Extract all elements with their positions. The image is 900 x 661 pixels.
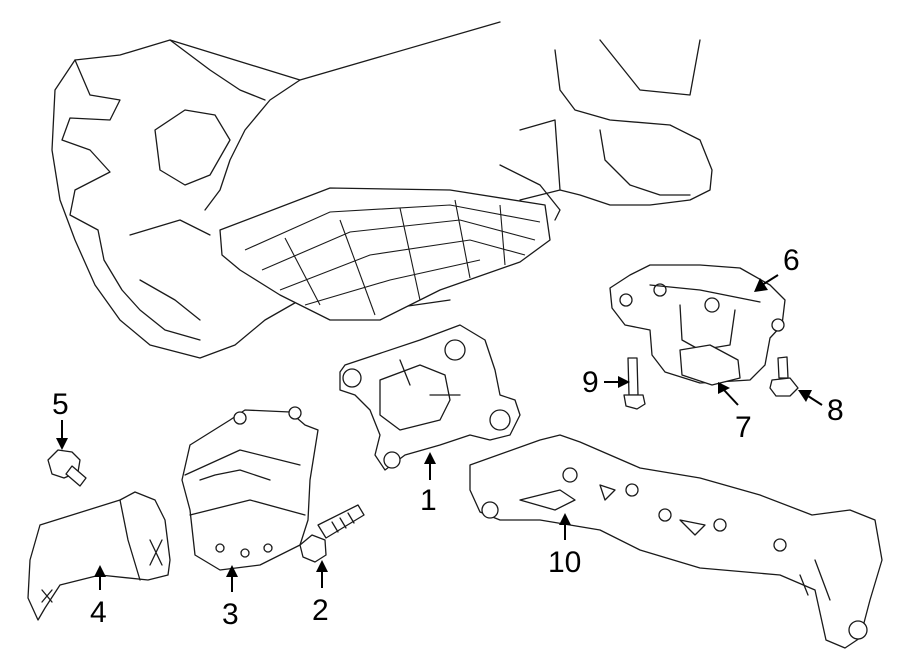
callout-labels: 1 2 3 4 5 6 7 8 9 10 <box>52 244 844 631</box>
callout-2: 2 <box>312 594 329 627</box>
part-2-bolt <box>299 504 365 563</box>
callout-arrows <box>56 274 823 592</box>
callout-7: 7 <box>735 411 752 444</box>
callout-3: 3 <box>222 598 239 631</box>
callout-8: 8 <box>827 394 844 427</box>
callout-4: 4 <box>90 596 107 629</box>
oil-pan <box>219 187 551 321</box>
part-4-heat-shield <box>27 491 171 621</box>
callout-9: 9 <box>582 366 599 399</box>
part-3-engine-mount <box>181 406 319 571</box>
callout-10: 10 <box>548 546 581 579</box>
callout-5: 5 <box>52 388 69 421</box>
part-7-spacer <box>679 344 741 386</box>
callout-6: 6 <box>783 244 800 277</box>
transmission-housing <box>51 21 713 359</box>
part-8-bolt <box>769 356 799 397</box>
part-6-transmission-mount <box>609 264 786 384</box>
part-10-crossmember <box>469 434 883 649</box>
part-5-bolt <box>47 449 87 487</box>
callout-1: 1 <box>420 484 437 517</box>
part-9-bolt <box>623 357 646 410</box>
part-1-mount-bracket <box>339 324 521 471</box>
